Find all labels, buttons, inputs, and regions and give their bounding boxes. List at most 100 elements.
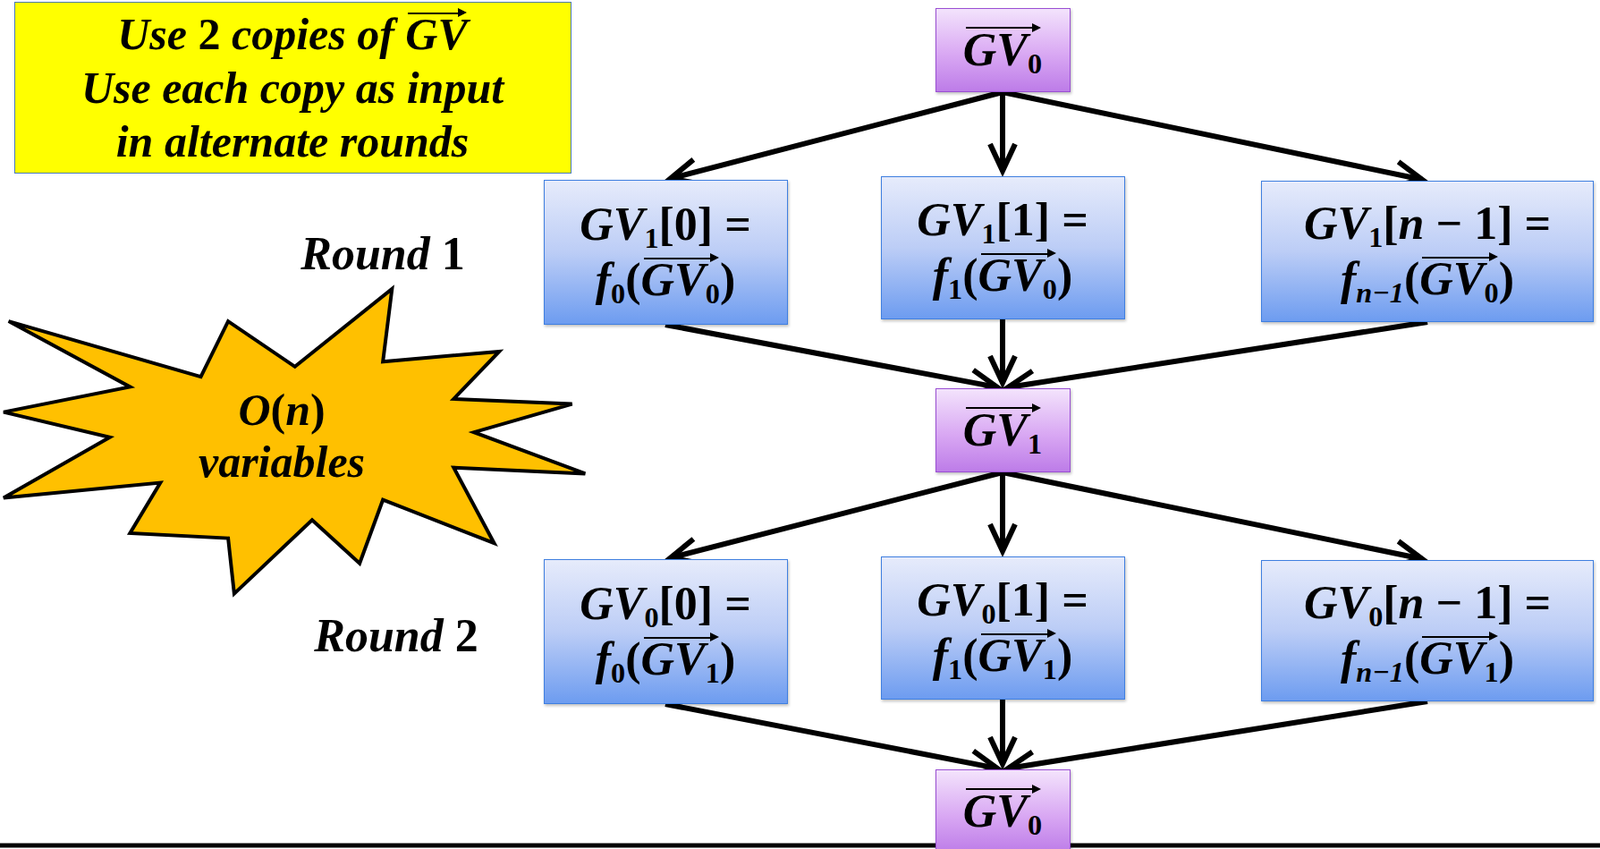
text-part: ]	[697, 577, 713, 629]
subscript: 0	[1027, 47, 1042, 80]
note-box: Use 2 copies of GV Use each copy as inpu…	[14, 1, 572, 174]
math-symbol: GV0	[916, 574, 996, 626]
subscript: n−1	[1355, 276, 1405, 309]
text-part: ]	[1497, 576, 1513, 628]
symbol-letters: GV	[641, 253, 706, 305]
vector-box: GV0	[935, 769, 1071, 849]
symbol-letters: f	[1340, 632, 1356, 684]
symbol-letters: GV	[1303, 197, 1369, 249]
math-symbol: GV1	[641, 633, 720, 683]
text-space	[1462, 576, 1474, 628]
text-line: GV0[0] =	[579, 575, 752, 632]
text-part: (	[962, 249, 978, 301]
text-part: −	[1436, 576, 1464, 628]
text-space	[1512, 576, 1524, 628]
text-line: GV1[0] =	[579, 196, 752, 253]
text-line: f1(GV0)	[916, 247, 1089, 304]
symbol-letters: GV	[579, 577, 644, 629]
subscript: 1	[643, 221, 659, 254]
arrow-line	[1002, 92, 1423, 180]
text-line: variables	[198, 435, 365, 488]
subscript: 0	[610, 656, 626, 689]
symbol-letters: GV	[963, 24, 1028, 76]
math-symbol: GV0	[963, 785, 1042, 835]
text-space	[712, 198, 725, 250]
text-part: n	[285, 384, 311, 435]
symbol-letters: GV	[963, 785, 1028, 837]
text-part: )	[719, 633, 736, 685]
subscript: 0	[705, 277, 720, 310]
symbol-letters: GV	[916, 194, 982, 246]
subscript: 1	[705, 656, 720, 689]
text-part: )	[1498, 253, 1515, 305]
text-part: 1	[1473, 576, 1498, 628]
text-line: Use 2 copies of GV	[81, 7, 504, 61]
text-space	[346, 8, 358, 60]
text-part: Use	[81, 62, 152, 113]
text-line: f0(GV1)	[579, 631, 752, 687]
text-line: GV0[n − 1] =	[1303, 575, 1551, 631]
arrow-head	[990, 736, 1016, 764]
function-box: GV0[n − 1] = fn−1(GV1)	[1261, 559, 1594, 702]
text-part: (	[270, 384, 286, 435]
text-part: each	[161, 62, 249, 113]
text-space	[1424, 197, 1437, 249]
symbol-letters: f	[595, 253, 611, 305]
text-part: 0	[674, 198, 698, 250]
bottom-rule	[0, 843, 1600, 848]
subscript: 0	[1027, 808, 1042, 841]
subscript: 1	[1368, 220, 1383, 254]
arrow-line	[665, 324, 998, 388]
round-label: Round 2	[313, 609, 479, 662]
symbol-letters: GV	[916, 574, 982, 626]
math-symbol: GV0	[963, 24, 1042, 74]
subscript: 0	[1042, 272, 1058, 305]
text-part: =	[1523, 197, 1551, 249]
box-text: GV1[0] = f0(GV0)	[579, 196, 752, 309]
box-text: GV1	[963, 402, 1042, 458]
text-space	[712, 577, 725, 629]
box-text: Use 2 copies of GV Use each copy as inpu…	[81, 7, 504, 169]
vector-box: GV1	[935, 388, 1071, 473]
text-part: copies	[231, 8, 347, 60]
callout-star: O(n) variables	[3, 288, 591, 597]
flow-arrow	[665, 703, 998, 776]
text-line: GV1[1] =	[916, 192, 1089, 248]
arrow-line	[1007, 321, 1428, 388]
function-box: GV1[n − 1] = fn−1(GV0)	[1261, 180, 1594, 322]
text-part: )	[719, 253, 736, 305]
vector-box: GV0	[935, 8, 1071, 93]
text-part: [	[1382, 197, 1398, 249]
math-symbol: f0	[595, 253, 626, 305]
text-space	[1424, 576, 1437, 628]
text-part: )	[1057, 249, 1073, 301]
text-space	[1512, 197, 1524, 249]
box-text: GV0[0] = f0(GV1)	[579, 575, 752, 688]
text-part: Round	[313, 609, 444, 661]
text-part: Use	[117, 8, 187, 60]
text-part: input	[406, 62, 504, 113]
flow-arrow	[990, 319, 1016, 383]
text-space	[328, 116, 340, 167]
function-box: GV1[1] = f1(GV0)	[880, 176, 1126, 320]
text-part: [	[996, 194, 1012, 246]
box-text: O(n) variables	[198, 384, 365, 488]
text-part: (	[1404, 632, 1420, 684]
text-part: ]	[1497, 197, 1513, 249]
math-symbol: GV0	[641, 253, 720, 304]
text-space	[395, 62, 407, 113]
text-part: ]	[697, 198, 713, 250]
text-line: GV1	[963, 402, 1042, 458]
text-part: =	[1523, 576, 1551, 628]
symbol-letters: GV	[963, 404, 1028, 456]
symbol-letters: GV	[1303, 576, 1369, 628]
text-line: GV0	[963, 783, 1042, 839]
text-part: )	[1057, 629, 1073, 681]
text-part: =	[1061, 574, 1089, 626]
subscript: 0	[981, 597, 996, 630]
arrow-line	[999, 92, 1006, 171]
arrow-line	[999, 472, 1006, 551]
text-space	[248, 62, 261, 113]
text-space	[394, 8, 407, 60]
arrow-line	[1007, 701, 1428, 769]
